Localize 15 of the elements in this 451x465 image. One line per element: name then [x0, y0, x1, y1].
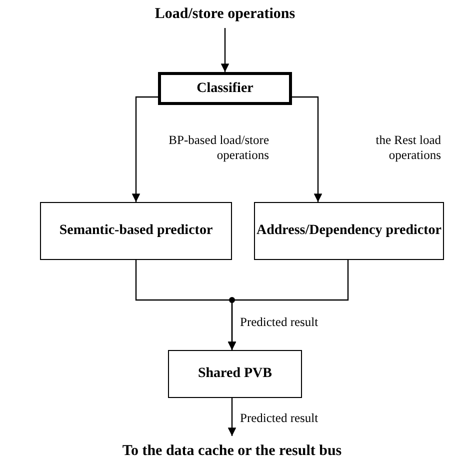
process-box: [40, 202, 232, 260]
box-label: Address/Dependency predictor: [256, 223, 442, 239]
title-text: Load/store operations: [154, 6, 296, 22]
box-label: Semantic-based predictor: [59, 223, 213, 239]
output-text: To the data cache or the result bus: [122, 442, 342, 460]
process-box: [158, 72, 292, 105]
box-label: Classifier: [196, 80, 254, 96]
arrow: [292, 96, 322, 202]
arrow: [228, 398, 236, 436]
process-box: [254, 202, 444, 260]
arrow: [228, 260, 349, 350]
arrow: [220, 28, 230, 72]
arrow: [132, 96, 158, 202]
process-box: [168, 350, 302, 398]
box-label: Shared PVB: [198, 366, 272, 382]
